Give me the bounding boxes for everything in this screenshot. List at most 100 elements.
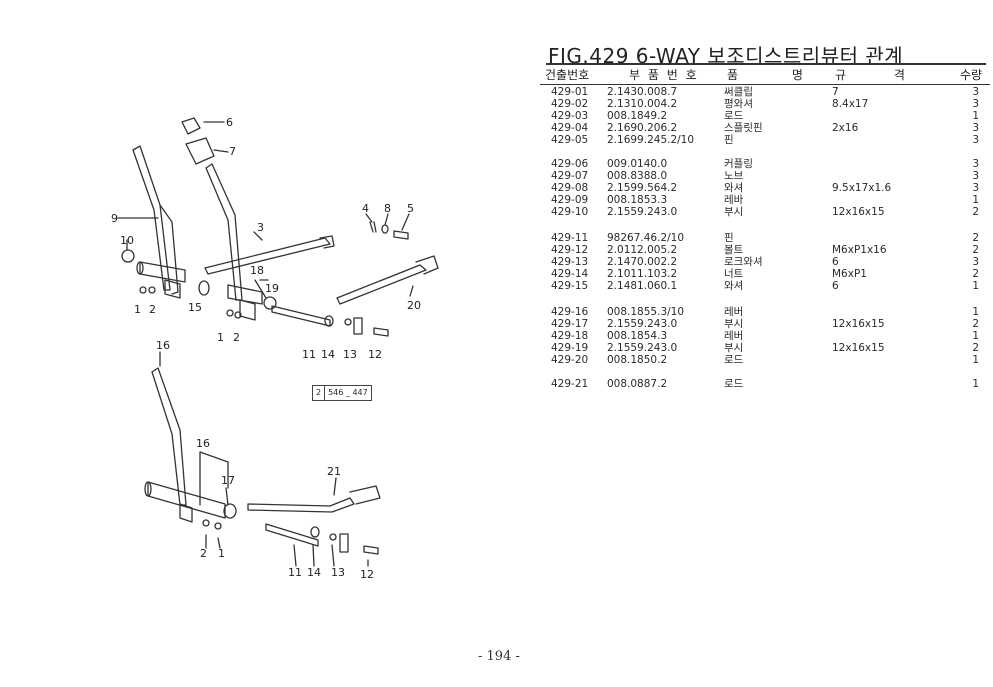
row-name: 부시: [724, 206, 744, 218]
row-qty: 1: [972, 330, 979, 342]
row-part-no: 008.1854.3: [607, 330, 668, 342]
callout-19: 19: [265, 282, 279, 295]
row-part-no: 008.8388.0: [607, 170, 668, 182]
row-part-no: 008.1850.2: [607, 354, 668, 366]
row-qty: 3: [972, 134, 979, 146]
callout-14-a: 14: [321, 348, 335, 361]
header-name: 품 명: [727, 68, 803, 82]
row-no: 429-20: [551, 354, 589, 366]
callout-10: 10: [120, 234, 134, 247]
callout-1-b: 1: [217, 331, 224, 344]
row-qty: 3: [972, 98, 979, 110]
callout-13-b: 13: [331, 566, 345, 579]
row-qty: 1: [972, 354, 979, 366]
row-part-no: 2.1481.060.1: [607, 280, 678, 292]
row-part-no: 2.1699.245.2/10: [607, 134, 695, 146]
row-part-no: 008.0887.2: [607, 378, 668, 390]
row-part-no: 2.1310.004.2: [607, 98, 678, 110]
row-spec: 7: [832, 86, 839, 98]
table-header: 건출번호 부 품 번 호 품 명 규 격 수량: [545, 66, 990, 82]
callout-15: 15: [188, 301, 202, 314]
row-qty: 2: [972, 318, 979, 330]
row-no: 429-09: [551, 194, 589, 206]
callout-12-b: 12: [360, 568, 374, 581]
stamp-sheet: 2: [313, 386, 326, 400]
row-name: 레버: [724, 330, 744, 342]
header-part-no: 부 품 번 호: [629, 68, 699, 82]
table-row: 429-14 2.1011.103.2 너트 M6xP1 2: [0, 268, 993, 280]
row-qty: 2: [972, 232, 979, 244]
row-name: 핀: [724, 232, 734, 244]
row-spec: 6: [832, 256, 839, 268]
callout-2-a: 2: [149, 303, 156, 316]
row-name: 스플릿핀: [724, 122, 763, 134]
row-no: 429-17: [551, 318, 589, 330]
shaft-lower: [147, 481, 226, 519]
row-no: 429-06: [551, 158, 589, 170]
row-no: 429-10: [551, 206, 589, 218]
row-no: 429-01: [551, 86, 589, 98]
table-row: 429-17 2.1559.243.0 부시 12x16x15 2: [0, 318, 993, 330]
callout-14-b: 14: [307, 566, 321, 579]
row-name: 부시: [724, 318, 744, 330]
lever-18-bracket: [227, 284, 263, 305]
table-row: 429-19 2.1559.243.0 부시 12x16x15 2: [0, 342, 993, 354]
lever-9-bracket: [159, 204, 179, 295]
row-name: 로드: [724, 110, 744, 122]
lever-16: [151, 367, 187, 506]
bracket-left: [164, 279, 181, 299]
split-pin-4: [369, 221, 377, 233]
table-row: 429-05 2.1699.245.2/10 핀 3: [0, 134, 993, 146]
clip-1-b: [226, 309, 234, 317]
row-qty: 2: [972, 206, 979, 218]
row-qty: 3: [972, 256, 979, 268]
callout-4: 4: [362, 202, 369, 215]
table-row: 429-15 2.1481.060.1 와셔 6 1: [0, 280, 993, 292]
row-no: 429-03: [551, 110, 589, 122]
row-qty: 1: [972, 194, 979, 206]
rod-3: [204, 237, 331, 275]
callout-6: 6: [226, 116, 233, 129]
row-no: 429-11: [551, 232, 589, 244]
row-no: 429-13: [551, 256, 589, 268]
header-no: 건출번호: [545, 68, 590, 82]
washer-15: [198, 280, 210, 296]
knob-7: [185, 137, 215, 165]
row-name: 써클립: [724, 86, 753, 98]
row-name: 커플링: [724, 158, 753, 170]
row-spec: M6xP1x16: [832, 244, 887, 256]
page-number: - 194 -: [478, 649, 520, 664]
bolt-12: [373, 327, 389, 337]
lockwasher-13-lower: [329, 533, 337, 541]
drawing-reference-stamp: 2 546 _ 447: [312, 385, 372, 401]
row-name: 너트: [724, 268, 744, 280]
table-row: 429-01 2.1430.008.7 써클립 7 3: [0, 86, 993, 98]
table-row: 429-20 008.1850.2 로드 1: [0, 354, 993, 366]
row-part-no: 008.1853.3: [607, 194, 668, 206]
row-spec: 2x16: [832, 122, 859, 134]
callout-16-a: 16: [156, 339, 170, 352]
row-name: 레바: [724, 194, 744, 206]
row-part-no: 2.1011.103.2: [607, 268, 678, 280]
row-name: 와셔: [724, 182, 744, 194]
shaft-left: [139, 261, 186, 283]
parts-diagram: 6 7 9 10 3 4 8 5 18 19 15 1 2 1 2 20 11 …: [111, 116, 439, 581]
row-name: 로크와셔: [724, 256, 763, 268]
row-part-no: 008.1849.2: [607, 110, 668, 122]
row-no: 429-21: [551, 378, 589, 390]
callout-7: 7: [229, 145, 236, 158]
row-no: 429-07: [551, 170, 589, 182]
lever-9: [132, 145, 171, 291]
row-qty: 3: [972, 170, 979, 182]
row-part-no: 2.1430.008.7: [607, 86, 678, 98]
row-name: 부시: [724, 342, 744, 354]
callout-1-c: 1: [218, 547, 225, 560]
bushing-10: [121, 249, 135, 263]
callout-2-b: 2: [233, 331, 240, 344]
row-name: 평와셔: [724, 98, 753, 110]
row-qty: 3: [972, 182, 979, 194]
callout-5: 5: [407, 202, 414, 215]
row-part-no: 008.1855.3/10: [607, 306, 685, 318]
parts-drawing: [117, 117, 439, 567]
row-qty: 2: [972, 342, 979, 354]
